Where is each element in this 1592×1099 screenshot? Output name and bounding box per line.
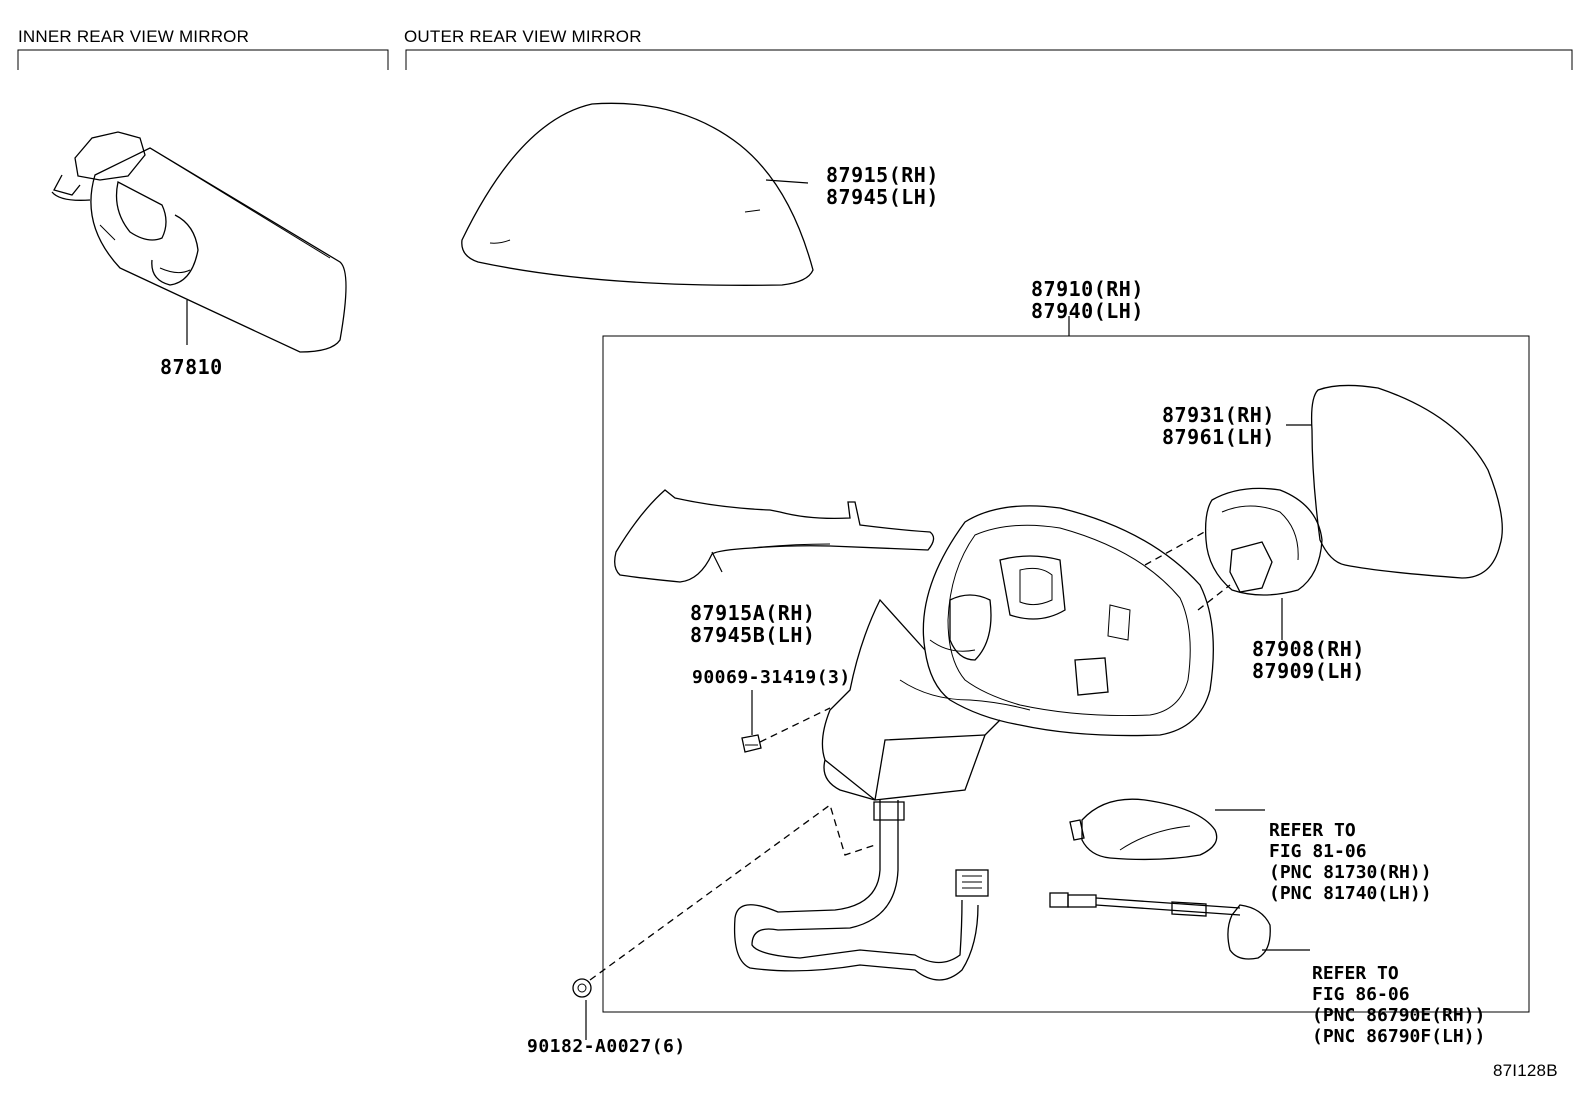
part-label-87910: 87910(RH)87940(LH)	[1031, 277, 1144, 323]
part-label-87908: 87908(RH)87909(LH)	[1252, 637, 1365, 683]
section-title-inner: INNER REAR VIEW MIRROR	[18, 27, 250, 46]
camera-drawing	[1049, 892, 1310, 960]
dashed-leader-glass-top	[1144, 529, 1209, 566]
part-label-90069: 90069-31419(3)	[692, 667, 851, 688]
wire-harness-drawing	[733, 800, 989, 981]
mirror-housing-drawing	[821, 505, 1214, 801]
part-label-87915a: 87915A(RH)87945B(LH)	[690, 601, 816, 647]
part-label-87915: 87915(RH)87945(LH)	[826, 163, 939, 209]
dashed-leader-clip	[589, 803, 876, 981]
part-label-87810: 87810	[160, 355, 223, 379]
clip-90182-drawing	[572, 978, 592, 1040]
part-label-87931: 87931(RH)87961(LH)	[1162, 403, 1275, 449]
assembly-box	[602, 335, 1530, 1013]
section-bracket-inner	[17, 49, 389, 70]
figure-id: 87I128B	[1493, 1061, 1558, 1080]
dashed-leader-glass-bottom	[1197, 584, 1231, 611]
turn-cover-drawing	[614, 489, 935, 583]
section-title-outer: OUTER REAR VIEW MIRROR	[404, 27, 642, 46]
turn-lamp-drawing	[1069, 798, 1265, 861]
mirror-cover-drawing	[461, 102, 814, 286]
actuator-drawing	[1204, 487, 1323, 640]
mirror-glass-drawing	[1286, 384, 1503, 579]
dashed-leader-screw	[759, 707, 831, 743]
inner-mirror-drawing	[51, 131, 347, 353]
screw-90069-drawing	[741, 690, 762, 753]
part-label-90182: 90182-A0027(6)	[527, 1036, 686, 1057]
section-bracket-outer	[405, 49, 1573, 70]
